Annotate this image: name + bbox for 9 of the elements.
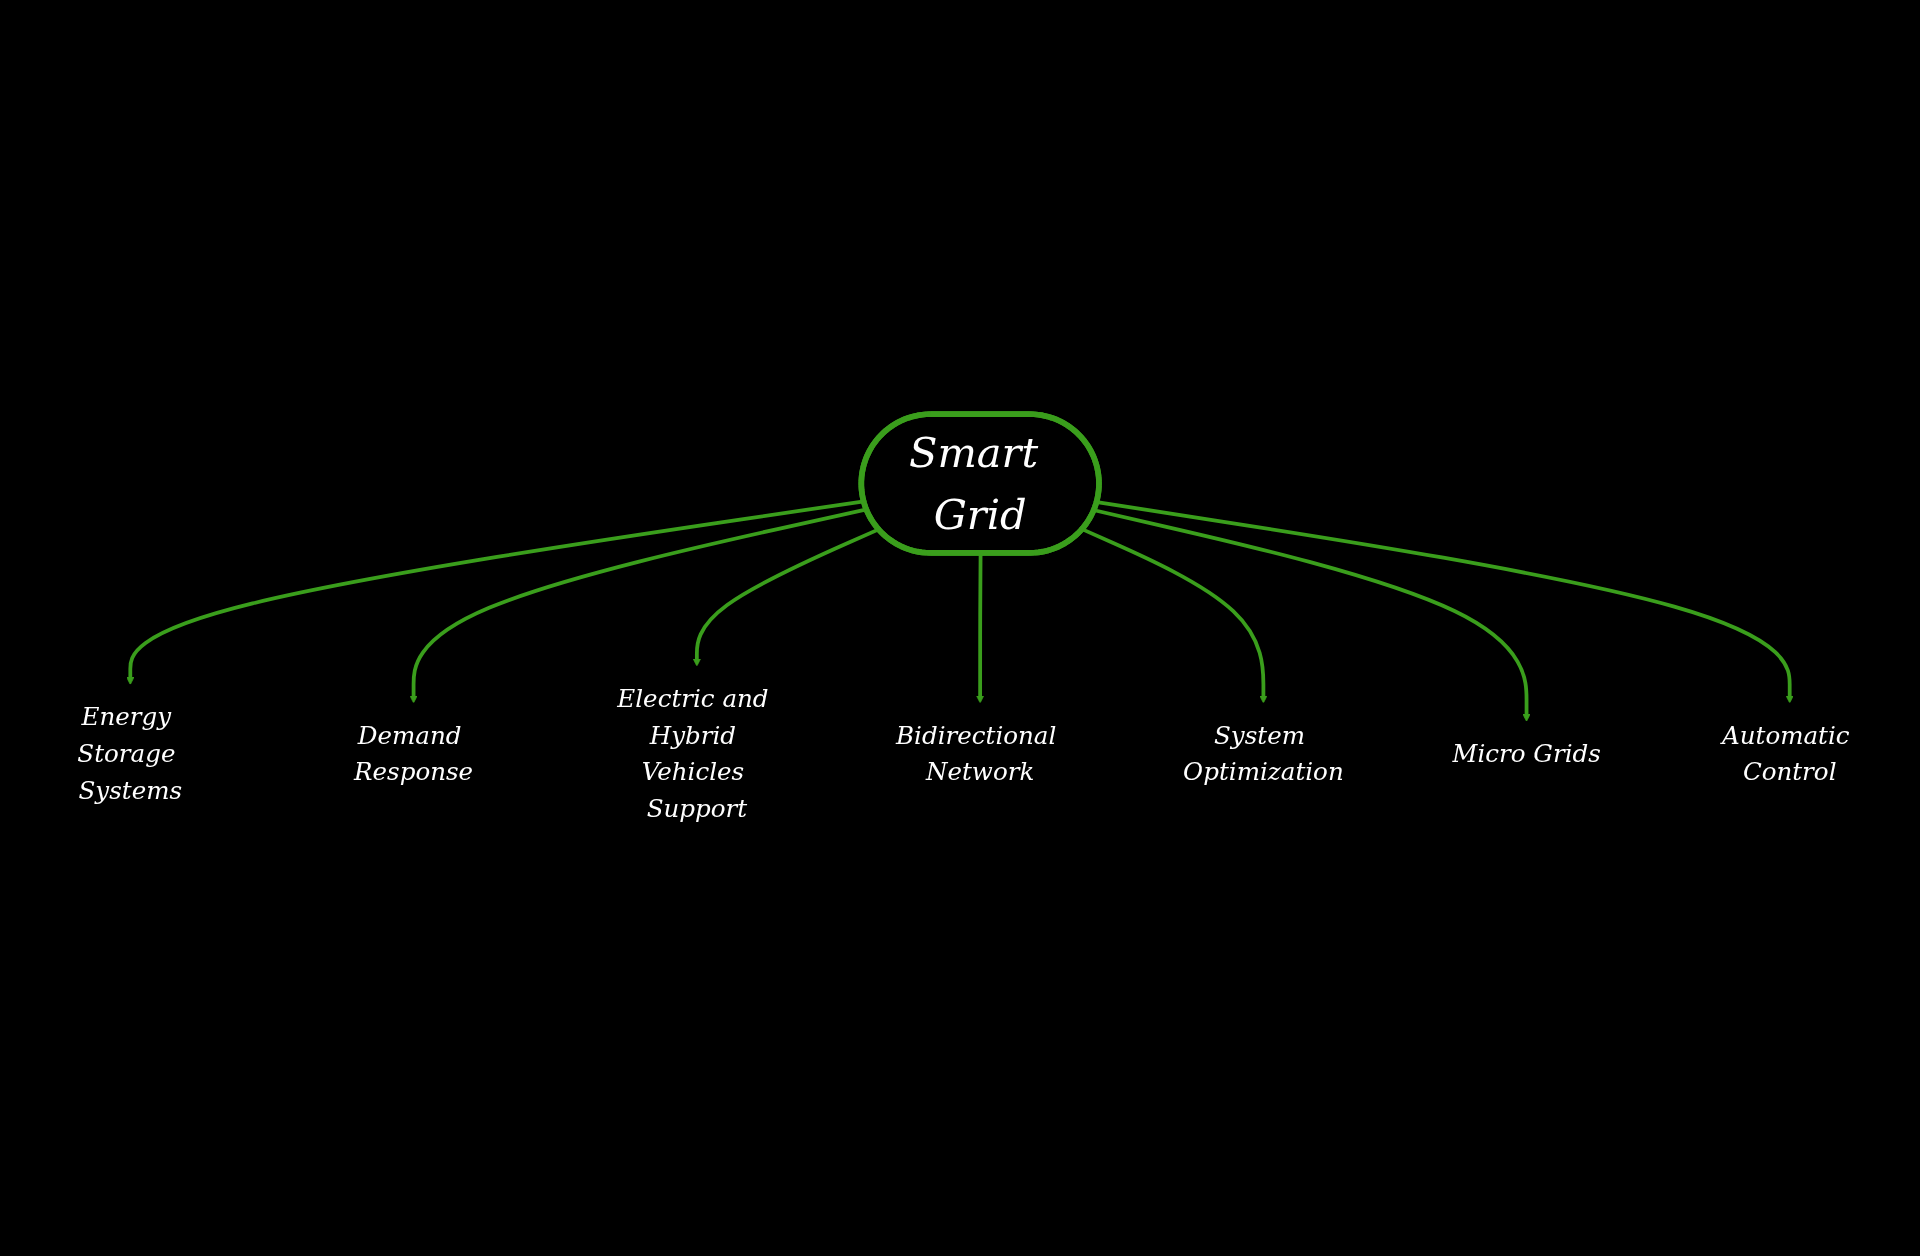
arrow: [1096, 500, 1794, 704]
node-text: Micro Grids: [1452, 739, 1601, 768]
arrow: [976, 553, 985, 704]
node-text: Electric and Hybrid Vehicles Support: [617, 684, 769, 823]
node-text: System Optimization: [1183, 721, 1344, 787]
node-text: Demand Response: [354, 721, 474, 787]
node-text: Energy Storage Systems: [77, 702, 183, 805]
node-text: Automatic Control: [1722, 721, 1850, 787]
node-text: Bidirectional Network: [896, 721, 1057, 787]
